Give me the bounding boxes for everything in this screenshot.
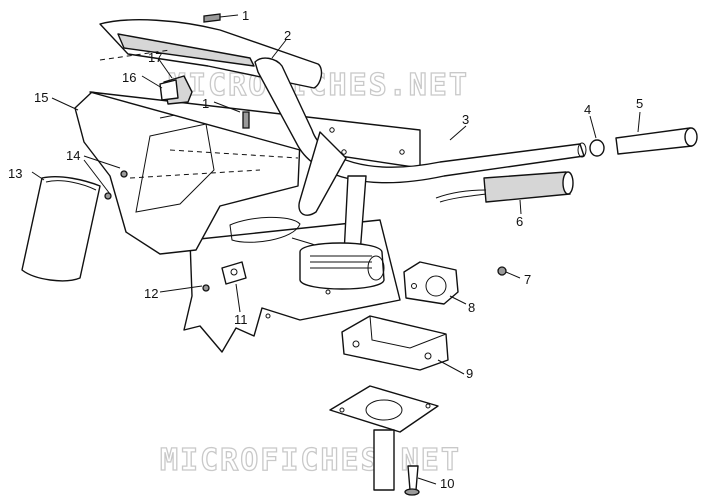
callout-8: 8 (468, 300, 475, 315)
indicator-part (159, 75, 193, 105)
handlebar-part (254, 57, 587, 216)
number-plate-part (21, 176, 101, 282)
upper-clamp-part (403, 261, 459, 305)
grip-part (615, 127, 698, 155)
leader-lines (31, 14, 641, 485)
callout-15: 15 (34, 90, 48, 105)
callout-7: 7 (524, 272, 531, 287)
callout-4: 4 (584, 102, 591, 117)
screw-part (104, 13, 250, 292)
steering-stem-part (299, 175, 385, 290)
callout-16: 16 (122, 70, 136, 85)
lower-clamp-part (341, 315, 449, 371)
callout-1b: 1 (202, 96, 209, 111)
switch-part (221, 261, 247, 285)
callout-14: 14 (66, 148, 80, 163)
callout-5: 5 (636, 96, 643, 111)
bar-end-part (589, 139, 605, 157)
callout-9: 9 (466, 366, 473, 381)
callout-17: 17 (148, 50, 162, 65)
callout-1: 1 (242, 8, 249, 23)
callout-6: 6 (516, 214, 523, 229)
nut-part (497, 266, 507, 276)
callout-12: 12 (144, 286, 158, 301)
steering-plate-part (329, 385, 439, 491)
callout-3: 3 (462, 112, 469, 127)
callout-10: 10 (440, 476, 454, 491)
callout-13: 13 (8, 166, 22, 181)
throttle-grip-part (435, 171, 574, 203)
callout-11: 11 (234, 312, 248, 327)
bolt-part (404, 465, 420, 496)
callout-2: 2 (284, 28, 291, 43)
callout-labels: 1 2 3 4 5 6 7 8 9 10 11 12 13 14 15 16 1… (8, 8, 643, 491)
